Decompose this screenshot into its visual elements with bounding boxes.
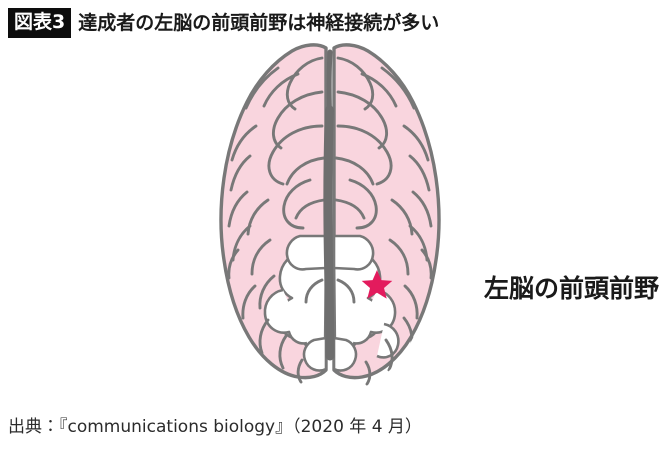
brain-hemisphere-right-anatomical	[219, 43, 328, 384]
brain-hemisphere-left-anatomical	[332, 43, 441, 386]
source-citation: 出典：『communications biology』（2020 年 4 月）	[8, 417, 422, 437]
star-marker-icon	[361, 270, 393, 299]
figure-title-text: 達成者の左脳の前頭前野は神経接続が多い	[78, 11, 440, 34]
longitudinal-fissure-upper	[326, 49, 333, 115]
brain-top-view-illustration	[219, 43, 441, 386]
figure-number-badge: 図表3	[8, 8, 72, 38]
prefrontal-highlight-right	[263, 234, 328, 372]
region-label-left-prefrontal-cortex: 左脳の前頭前野	[484, 274, 660, 303]
page-title: 図表3 達成者の左脳の前頭前野は神経接続が多い	[8, 8, 439, 38]
figure-illustration-area: 左脳の前頭前野	[0, 40, 670, 395]
sulci-left	[334, 56, 433, 386]
prefrontal-highlight-left	[332, 234, 400, 372]
sulci-right	[227, 56, 326, 384]
longitudinal-fissure	[323, 105, 335, 361]
